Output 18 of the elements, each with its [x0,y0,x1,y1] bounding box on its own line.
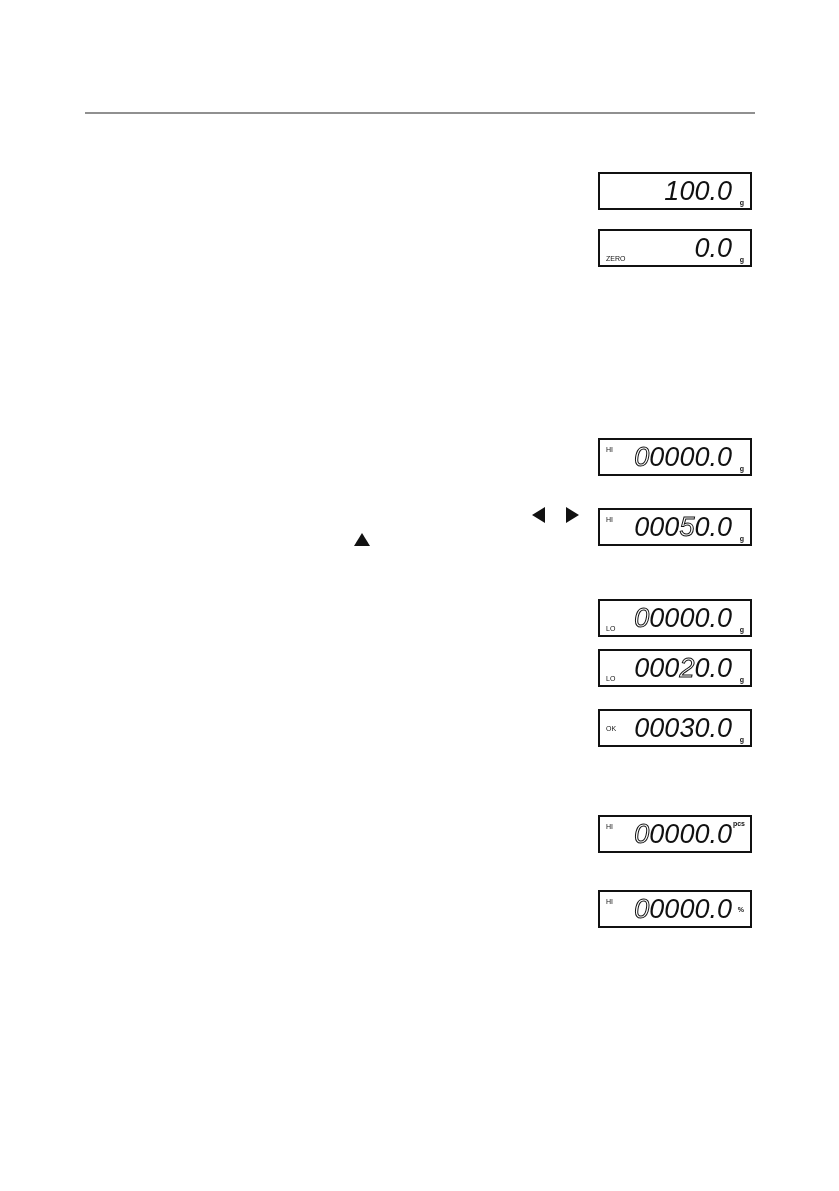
display-reading: 00000.0 [634,603,732,634]
lcd-display [598,890,752,928]
lcd-display [598,709,752,747]
lcd-display [598,172,752,210]
display-reading: 00050.0 [634,512,732,543]
display-reading: 00020.0 [634,653,732,684]
display-reading: 00000.0 [634,819,732,850]
lcd-display [598,599,752,637]
lcd-display [598,649,752,687]
lcd-display [598,815,752,853]
lcd-display [598,508,752,546]
display-reading: 00000.0 [634,894,732,925]
lcd-display [598,438,752,476]
lcd-display [598,229,752,267]
display-reading: 00000.0 [634,442,732,473]
display-reading: 00030.0 [634,713,732,744]
display-reading: 0.0 [694,233,732,264]
display-reading: 100.0 [664,176,732,207]
